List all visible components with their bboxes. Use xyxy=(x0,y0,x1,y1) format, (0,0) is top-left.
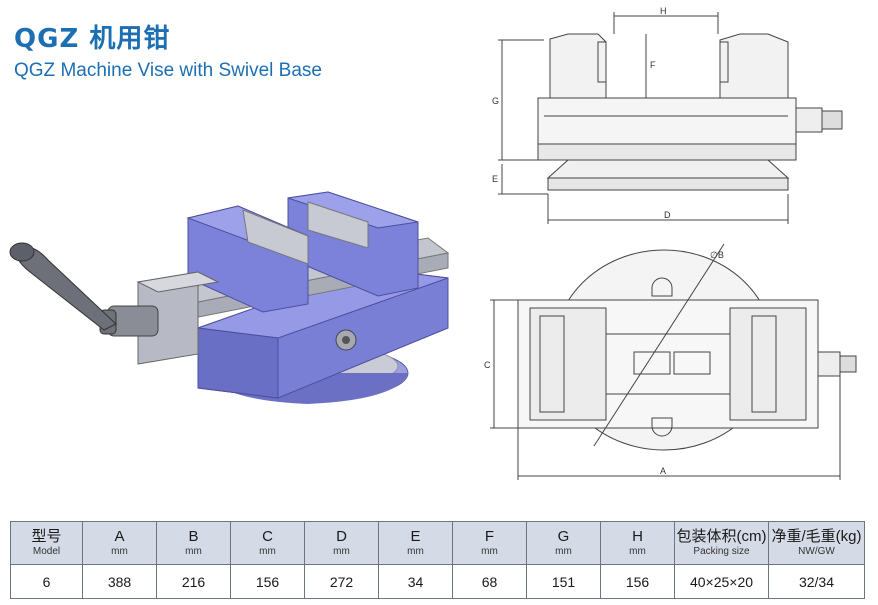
dim-label-g: G xyxy=(492,96,499,106)
header-label: C xyxy=(262,528,273,545)
top-view-drawing: ∅B C A xyxy=(484,243,857,480)
header-label: G xyxy=(557,528,570,545)
header-sublabel: mm xyxy=(111,546,128,557)
dim-label-f: F xyxy=(650,60,656,70)
header-sublabel: Packing size xyxy=(693,546,750,557)
header-sublabel: mm xyxy=(555,546,572,557)
side-view-drawing: H F G E D xyxy=(492,6,843,224)
dim-label-a: A xyxy=(660,466,666,476)
header-sublabel: mm xyxy=(407,546,424,557)
dim-label-c: C xyxy=(484,360,491,370)
cell-a: 388 xyxy=(82,564,157,599)
cell-model: 6 xyxy=(10,564,83,599)
header-label: 包装体积(cm) xyxy=(676,528,767,545)
cell-e: 34 xyxy=(378,564,453,599)
page-title-english: QGZ Machine Vise with Swivel Base xyxy=(14,60,322,81)
page-title-chinese: QGZ 机用钳 xyxy=(14,24,171,54)
header-sublabel: Model xyxy=(32,546,61,557)
header-sublabel: mm xyxy=(333,546,350,557)
cell-weight: 32/34 xyxy=(768,564,865,599)
dim-label-b: ∅B xyxy=(710,250,724,260)
dim-label-d: D xyxy=(664,210,671,220)
header-label: 型号 xyxy=(31,528,62,545)
header-label: 净重/毛重(kg) xyxy=(771,528,862,545)
dim-label-e: E xyxy=(492,174,498,184)
header-sublabel: NW/GW xyxy=(798,546,835,557)
cell-d: 272 xyxy=(304,564,379,599)
header-label: E xyxy=(410,528,421,545)
header-label: B xyxy=(188,528,199,545)
header-sublabel: mm xyxy=(259,546,276,557)
dim-label-h: H xyxy=(660,6,667,16)
table-row: 6 388 216 156 272 34 68 151 156 40×25×20… xyxy=(10,564,865,599)
header-label: A xyxy=(114,528,125,545)
header-label: D xyxy=(336,528,347,545)
cell-h: 156 xyxy=(600,564,675,599)
header-label: H xyxy=(632,528,643,545)
cell-b: 216 xyxy=(156,564,231,599)
cell-packing-size: 40×25×20 xyxy=(674,564,769,599)
vise-product-photo xyxy=(9,191,450,404)
header-packing-size: 包装体积(cm)Packing size xyxy=(674,521,769,565)
header-weight: 净重/毛重(kg)NW/GW xyxy=(768,521,865,565)
header-sublabel: mm xyxy=(185,546,202,557)
header-sublabel: mm xyxy=(629,546,646,557)
cell-c: 156 xyxy=(230,564,305,599)
header-label: F xyxy=(484,528,495,545)
header-sublabel: mm xyxy=(481,546,498,557)
cell-f: 68 xyxy=(452,564,527,599)
cell-g: 151 xyxy=(526,564,601,599)
